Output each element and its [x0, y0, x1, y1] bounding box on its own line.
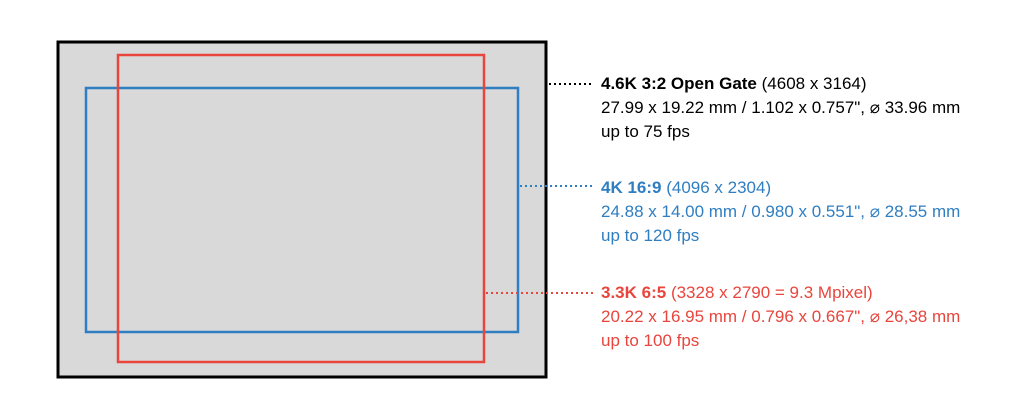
3k-title-line: 3.3K 6:5 (3328 x 2790 = 9.3 Mpixel): [601, 281, 960, 305]
open-gate-resolution: (4608 x 3164): [761, 74, 867, 93]
4k-dimensions: 24.88 x 14.00 mm / 0.980 x 0.551", ⌀ 28.…: [601, 202, 961, 221]
4k-resolution: (4096 x 2304): [666, 178, 772, 197]
3k-6-5-frame: [116, 53, 486, 364]
3k-name: 3.3K 6:5: [601, 283, 667, 302]
open-gate-label: 4.6K 3:2 Open Gate (4608 x 3164) 27.99 x…: [601, 72, 960, 144]
4k-name: 4K 16:9: [601, 178, 662, 197]
open-gate-name: 4.6K 3:2 Open Gate: [601, 74, 757, 93]
4k-fps: up to 120 fps: [601, 226, 700, 245]
4k-title-line: 4K 16:9 (4096 x 2304): [601, 176, 960, 200]
open-gate-fps: up to 75 fps: [601, 122, 690, 141]
3k-resolution: (3328 x 2790 = 9.3 Mpixel): [670, 283, 873, 302]
open-gate-frame: [56, 40, 548, 379]
3k-fps: up to 100 fps: [601, 331, 700, 350]
3k-dimensions: 20.22 x 16.95 mm / 0.796 x 0.667", ⌀ 26,…: [601, 307, 961, 326]
open-gate-title-line: 4.6K 3:2 Open Gate (4608 x 3164): [601, 72, 960, 96]
3k-label: 3.3K 6:5 (3328 x 2790 = 9.3 Mpixel) 20.2…: [601, 281, 960, 353]
4k-16-9-frame: [84, 86, 520, 334]
open-gate-dimensions: 27.99 x 19.22 mm / 1.102 x 0.757", ⌀ 33.…: [601, 98, 961, 117]
4k-label: 4K 16:9 (4096 x 2304) 24.88 x 14.00 mm /…: [601, 176, 960, 248]
